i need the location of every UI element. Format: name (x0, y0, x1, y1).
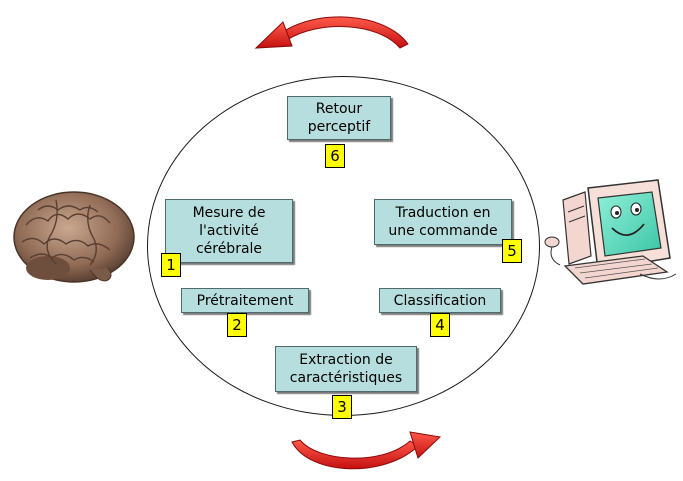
step-label-line: cérébrale (195, 241, 263, 257)
step-label-line: Traduction en (395, 205, 491, 221)
step-box-traduction-commande: Traduction en une commande (374, 199, 512, 245)
step-box-mesure-activite: Mesure de l'activité cérébrale (165, 199, 293, 263)
computer-cartoon-image (544, 179, 677, 285)
brain-image (13, 191, 135, 283)
step-label-line: perceptif (307, 119, 371, 135)
top-arrow (254, 16, 409, 49)
step-box-retour-perceptif: Retour perceptif (287, 96, 391, 140)
step-label-line: Classification (393, 292, 487, 309)
step-label-line: Prétraitement (196, 292, 294, 309)
bottom-arrow (291, 431, 442, 470)
step-number-badge: 3 (332, 395, 352, 419)
step-label-line: caractéristiques (289, 370, 403, 386)
step-box-pretraitement: Prétraitement (181, 288, 309, 313)
step-box-classification: Classification (379, 288, 501, 313)
step-label-line: Retour (315, 101, 363, 117)
step-label-line: l'activité (199, 223, 259, 239)
step-number-badge: 6 (325, 144, 345, 168)
step-label-line: une commande (388, 223, 498, 239)
step-number-badge: 2 (227, 313, 247, 337)
step-label-line: Extraction de (299, 352, 393, 368)
step-number-badge: 4 (430, 313, 450, 337)
step-number-badge: 5 (502, 239, 522, 263)
step-label-line: Mesure de (192, 205, 266, 221)
step-box-extraction-caracteristiques: Extraction de caractéristiques (275, 346, 417, 392)
step-number-badge: 1 (161, 253, 181, 277)
